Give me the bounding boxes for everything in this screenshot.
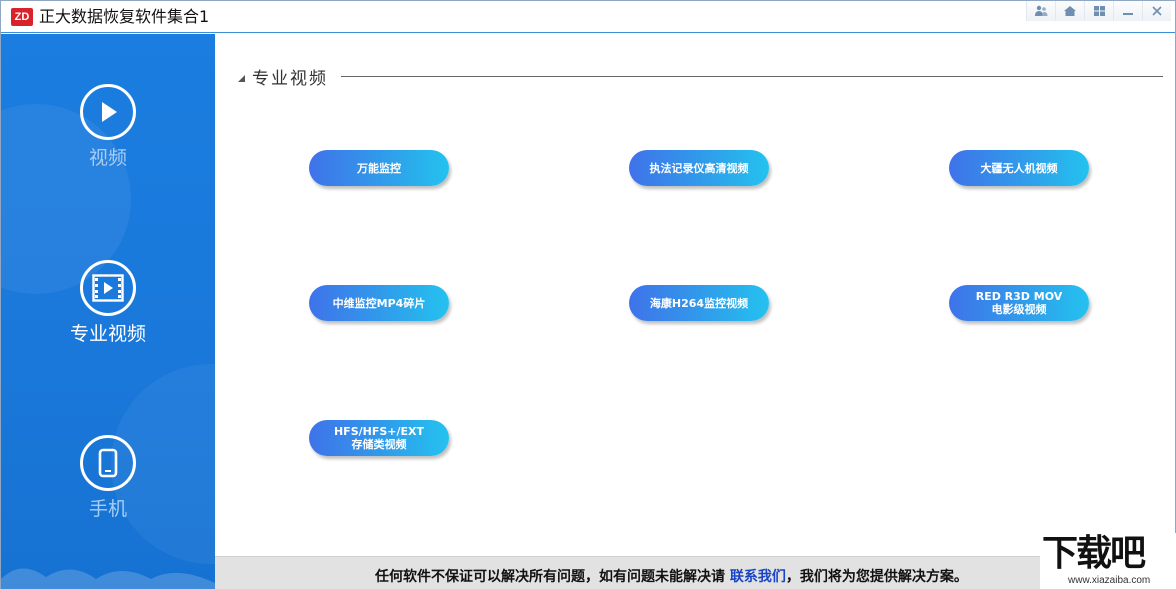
- main-panel: 专业视频 万能监控 执法记录仪高清视频 大疆无人机视频 中维监控MP4碎片 海康…: [215, 34, 1175, 556]
- windows-icon[interactable]: [1084, 1, 1113, 21]
- app-logo: ZD: [11, 8, 33, 26]
- button-sublabel: 存储类视频: [351, 438, 407, 451]
- window-title: 正大数据恢复软件集合1: [39, 7, 210, 26]
- footer-text-before: 任何软件不保证可以解决所有问题，如有问题未能解决请: [375, 569, 730, 585]
- section-header: 专业视频: [237, 65, 328, 89]
- button-label: 万能监控: [357, 161, 401, 175]
- option-button-hikvision-h264[interactable]: 海康H264监控视频: [629, 285, 769, 321]
- section-title: 专业视频: [252, 68, 328, 89]
- sidebar-hills-decoration: [1, 568, 215, 589]
- watermark-logo-text: 下载吧: [1042, 533, 1146, 574]
- button-label: HFS/HFS+/EXT: [333, 425, 425, 438]
- site-watermark: 下载吧 www.xiazaiba.com: [1040, 533, 1176, 589]
- footer-notice: 任何软件不保证可以解决所有问题，如有问题未能解决请 联系我们，我们将为您提供解决…: [375, 566, 968, 586]
- users-icon[interactable]: [1026, 1, 1055, 21]
- button-sublabel: 电影级视频: [991, 303, 1047, 316]
- button-label: 海康H264监控视频: [649, 296, 749, 310]
- title-bar[interactable]: ZD 正大数据恢复软件集合1: [1, 1, 1175, 33]
- collapse-triangle-icon: [238, 74, 245, 82]
- sidebar-item-video[interactable]: 视频: [1, 84, 215, 170]
- option-button-universal-monitor[interactable]: 万能监控: [309, 150, 449, 186]
- window-controls: [1026, 1, 1171, 21]
- film-icon: [80, 260, 136, 316]
- option-button-jovision-mp4[interactable]: 中维监控MP4碎片: [309, 285, 449, 321]
- close-icon[interactable]: [1142, 1, 1171, 21]
- option-button-hfs-ext[interactable]: HFS/HFS+/EXT 存储类视频: [309, 420, 449, 456]
- button-label: 中维监控MP4碎片: [332, 296, 426, 310]
- sidebar-item-phone[interactable]: 手机: [1, 435, 215, 521]
- sidebar-item-label: 专业视频: [69, 323, 146, 345]
- sidebar-item-pro-video[interactable]: 专业视频: [1, 260, 215, 346]
- play-icon: [80, 84, 136, 140]
- sidebar-item-label: 手机: [88, 498, 127, 520]
- footer-bar: 任何软件不保证可以解决所有问题，如有问题未能解决请 联系我们，我们将为您提供解决…: [215, 556, 1175, 589]
- button-label: RED R3D MOV: [975, 290, 1063, 303]
- option-button-law-recorder[interactable]: 执法记录仪高清视频: [629, 150, 769, 186]
- button-label: 大疆无人机视频: [980, 161, 1058, 175]
- phone-icon: [80, 435, 136, 491]
- sidebar: 视频 专业视频 手机: [1, 34, 215, 589]
- watermark-url: www.xiazaiba.com: [1068, 575, 1151, 586]
- minimize-icon[interactable]: [1113, 1, 1142, 21]
- section-divider: [341, 76, 1163, 77]
- contact-us-link[interactable]: 联系我们: [729, 569, 786, 585]
- home-icon[interactable]: [1055, 1, 1084, 21]
- sidebar-item-label: 视频: [88, 147, 127, 169]
- option-button-dji-drone[interactable]: 大疆无人机视频: [949, 150, 1089, 186]
- button-label: 执法记录仪高清视频: [649, 161, 749, 175]
- option-button-red-r3d-mov[interactable]: RED R3D MOV 电影级视频: [949, 285, 1089, 321]
- footer-text-after: ，我们将为您提供解决方案。: [785, 569, 968, 585]
